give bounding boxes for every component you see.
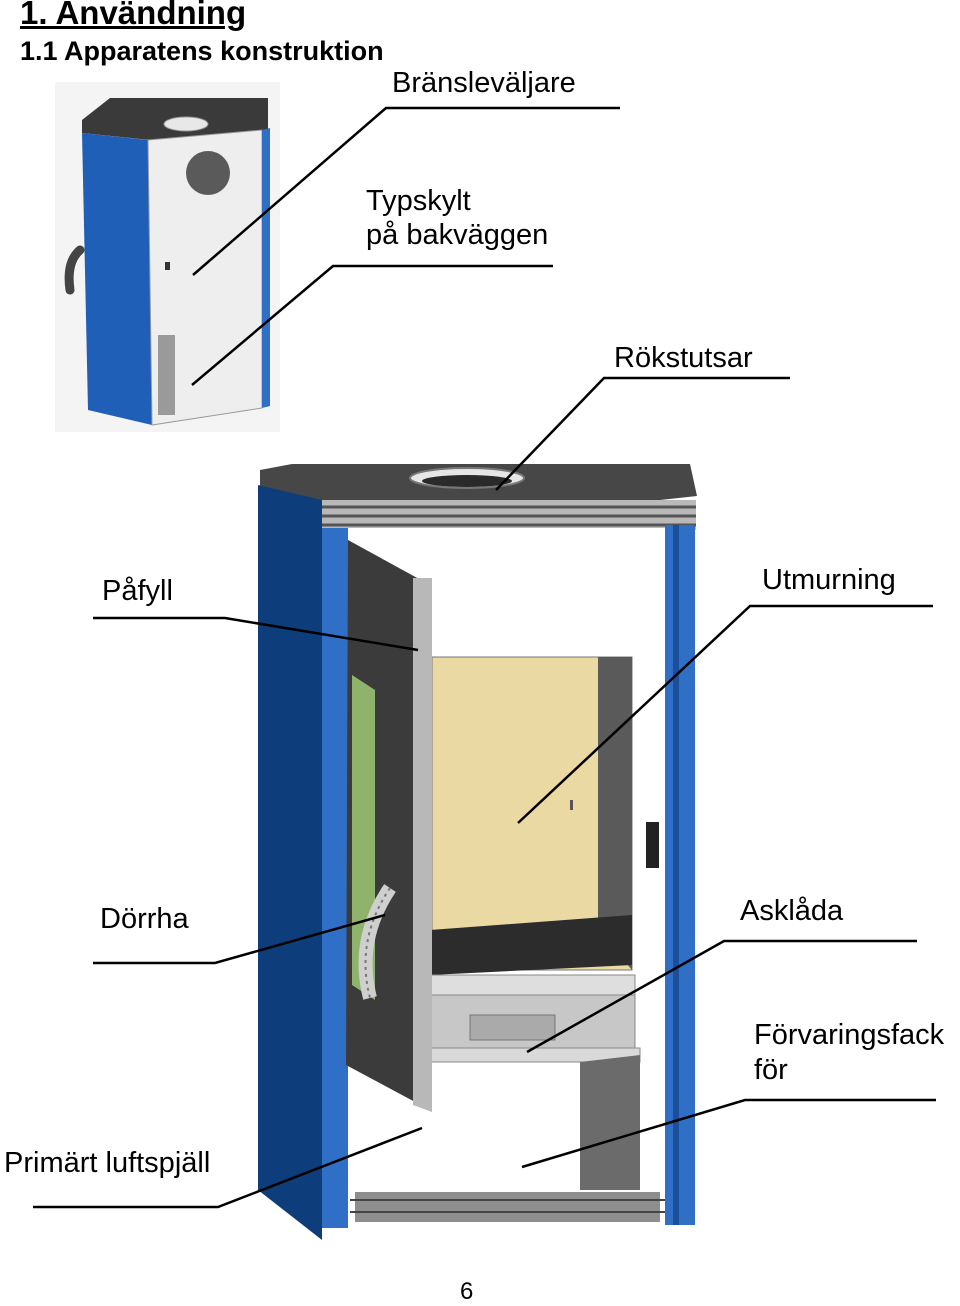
- label-primary-air: Primärt luftspjäll: [4, 1148, 210, 1180]
- front-view-stove: [258, 464, 697, 1240]
- page-number: 6: [460, 1278, 473, 1306]
- label-storage-line1: Förvaringsfack: [754, 1020, 944, 1052]
- label-refill: Påfyll: [102, 576, 173, 608]
- label-fuel-selector: Bränsleväljare: [392, 68, 576, 100]
- rear-view-stove: [55, 82, 280, 432]
- label-lining: Utmurning: [762, 565, 896, 597]
- label-ash-box: Asklåda: [740, 896, 843, 928]
- label-type-plate-line2: på bakväggen: [366, 220, 548, 252]
- label-door-handle: Dörrha: [100, 904, 189, 936]
- label-type-plate-line1: Typskylt: [366, 186, 471, 218]
- label-storage-line2: för: [754, 1055, 788, 1087]
- label-flue-outlet: Rökstutsar: [614, 343, 753, 375]
